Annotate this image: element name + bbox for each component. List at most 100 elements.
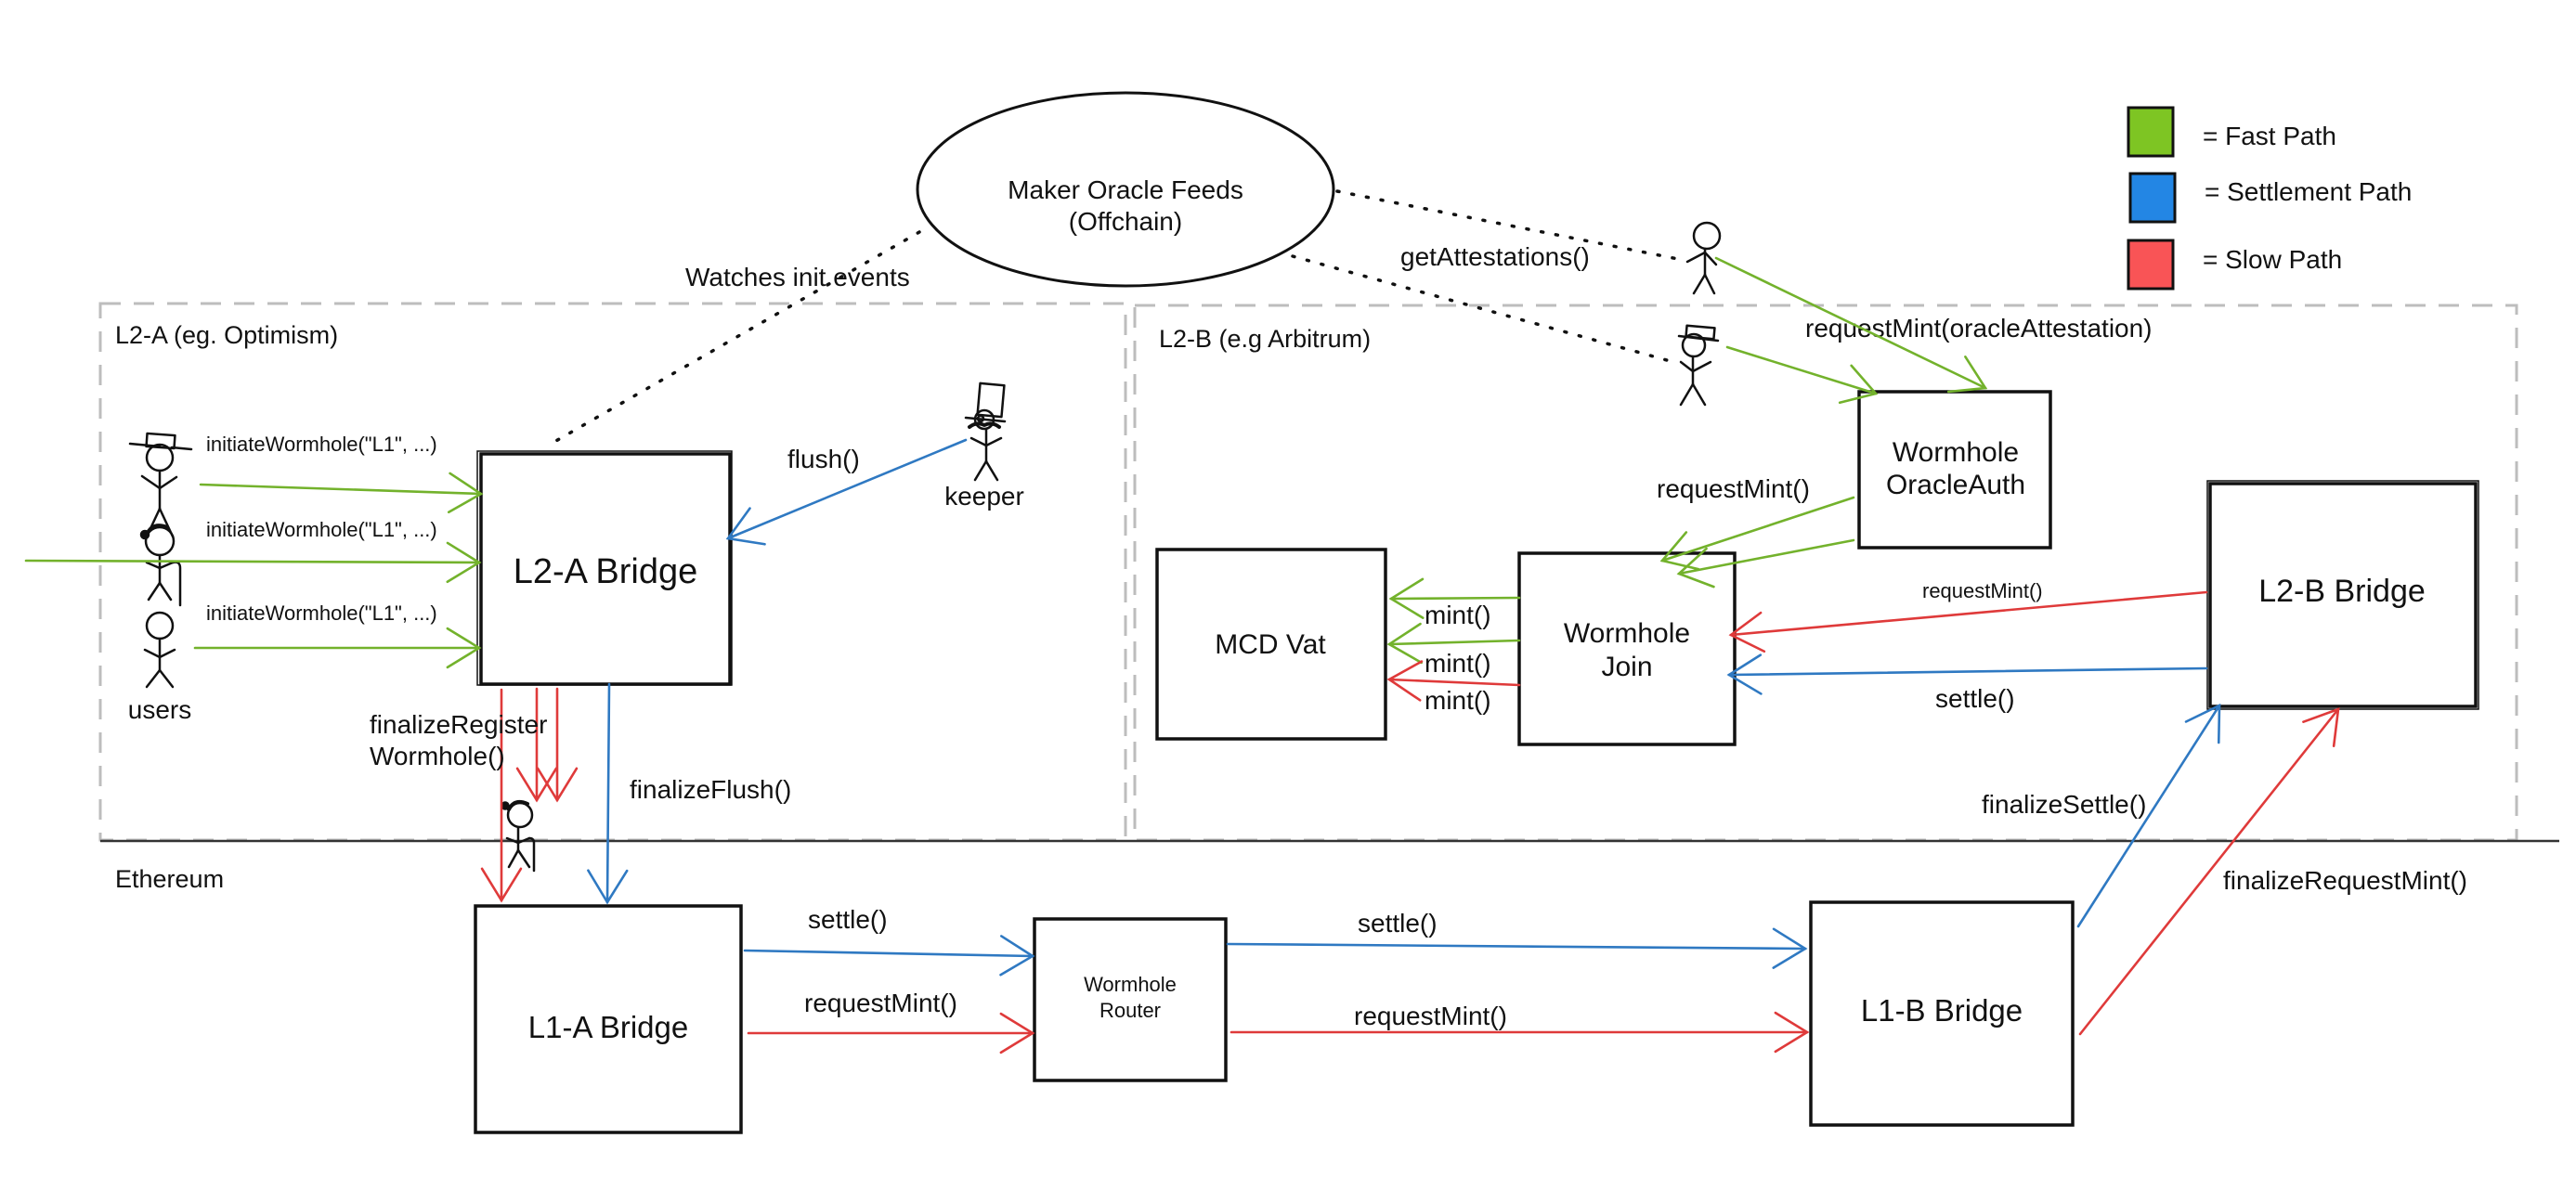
arrow-flush-head xyxy=(725,507,766,546)
label-initiate-wormhole-2: initiateWormhole("L1", ...) xyxy=(206,518,437,541)
arrow-settle-l1a-shaft xyxy=(743,949,1034,958)
arrow-oracle-attest-2 xyxy=(1725,345,1879,405)
arrow-request-mint-l1a xyxy=(747,1012,1035,1054)
arrow-settle-l2b xyxy=(1726,653,2208,695)
arrow-request-mint-auth-1-shaft xyxy=(1660,496,1855,563)
arrow-finalize-request-mint-shaft xyxy=(2078,707,2340,1036)
arrow-oracle-attest-2-head xyxy=(1838,364,1879,405)
label-initiate-wormhole-3: initiateWormhole("L1", ...) xyxy=(206,601,437,625)
legend-label-fast: = Fast Path xyxy=(2203,122,2336,150)
arrow-mint-2-shaft xyxy=(1387,639,1521,646)
arrow-initiate-3-head xyxy=(446,627,482,669)
label-request-mint-l1a: requestMint() xyxy=(804,989,957,1017)
legend-swatch-settlement xyxy=(2128,172,2177,224)
arrow-mint-3 xyxy=(1386,660,1521,702)
arrow-request-mint-l1a-head xyxy=(999,1012,1035,1054)
oracle-to-attester-2-line xyxy=(1291,254,1669,362)
arrow-finalize-register-2 xyxy=(515,687,558,803)
arrow-request-mint-auth-2-head xyxy=(1676,547,1715,589)
arrow-settle-l1a-head xyxy=(999,935,1035,977)
label-request-mint-router: requestMint() xyxy=(1354,1002,1507,1030)
label-mint-1: mint() xyxy=(1425,601,1491,629)
arrow-request-mint-auth-2-shaft xyxy=(1677,538,1855,576)
keeper-figure xyxy=(964,382,1007,482)
arrow-initiate-3 xyxy=(193,627,482,669)
node-label-router-1: Wormhole xyxy=(1084,973,1177,996)
arrow-initiate-2 xyxy=(24,541,482,584)
user-figure-hat xyxy=(128,432,193,538)
node-label-oracle-auth-2: OracleAuth xyxy=(1886,470,2025,500)
legend-label-settlement: = Settlement Path xyxy=(2205,177,2412,206)
arrow-mint-3-shaft xyxy=(1387,678,1521,687)
oracle-label-line2: (Offchain) xyxy=(1069,207,1182,236)
user-figure-bun xyxy=(139,524,182,607)
arrow-settle-l2b-shaft xyxy=(1727,666,2208,677)
arrow-mint-1-shaft xyxy=(1389,596,1521,601)
watch-line xyxy=(546,230,921,447)
arrow-request-mint-auth-2 xyxy=(1676,538,1855,589)
arrow-initiate-2-shaft xyxy=(24,559,481,564)
label-request-mint-auth: requestMint() xyxy=(1657,474,1810,503)
arrow-mint-2 xyxy=(1386,622,1521,665)
arrow-request-mint-l2b-head xyxy=(1728,611,1766,653)
arrow-finalize-flush-head xyxy=(587,869,629,905)
node-l2a-bridge: L2-A Bridge xyxy=(476,450,733,686)
label-watches-init-events: Watches init events xyxy=(685,263,910,291)
arrow-finalize-settle-shaft xyxy=(2076,704,2221,928)
legend-label-slow: = Slow Path xyxy=(2203,245,2342,274)
attester-figure-plain xyxy=(1685,221,1722,295)
label-finalize-register-2: Wormhole() xyxy=(370,742,505,770)
label-get-attestations: getAttestations() xyxy=(1400,242,1590,271)
zone-label-l2b: L2-B (e.g Arbitrum) xyxy=(1159,325,1371,353)
legend-swatch-fast xyxy=(2127,106,2175,158)
actor-label-keeper: keeper xyxy=(944,482,1024,511)
node-label-l1a-bridge: L1-A Bridge xyxy=(528,1010,688,1044)
node-l1a-bridge: L1-A Bridge xyxy=(474,904,743,1134)
arrow-settle-router-head xyxy=(1772,927,1808,969)
zone-label-ethereum: Ethereum xyxy=(115,865,224,893)
arrow-oracle-attest-2-shaft xyxy=(1725,345,1878,395)
arrow-flush xyxy=(725,438,968,546)
arrow-request-mint-l2b xyxy=(1728,590,2208,653)
label-finalize-register-1: finalizeRegister xyxy=(370,710,547,739)
node-l1b-bridge: L1-B Bridge xyxy=(1809,900,2075,1127)
node-label-wormhole-join-2: Join xyxy=(1601,652,1652,682)
label-settle-l2b: settle() xyxy=(1935,684,2015,713)
node-label-l1b-bridge: L1-B Bridge xyxy=(1861,993,2023,1028)
node-wormhole-oracle-auth: Wormhole OracleAuth xyxy=(1857,390,2052,550)
user-figure-plain xyxy=(143,611,176,689)
arrow-request-mint-router-head xyxy=(1774,1011,1810,1054)
arrow-finalize-register-main xyxy=(480,688,523,903)
arrow-oracle-attest-1-shaft xyxy=(1714,256,1987,390)
arrow-finalize-request-mint xyxy=(2078,707,2340,1036)
maker-oracle-feeds: Maker Oracle Feeds (Offchain) xyxy=(916,91,1335,288)
arrow-mint-2-head xyxy=(1386,622,1423,665)
label-initiate-wormhole-1: initiateWormhole("L1", ...) xyxy=(206,433,437,456)
arrow-settle-router xyxy=(1226,927,1808,969)
label-mint-3: mint() xyxy=(1425,686,1491,715)
arrow-finalize-register-2-head xyxy=(515,767,558,803)
attester-figure-hat xyxy=(1677,324,1720,407)
arrow-initiate-1 xyxy=(199,472,484,514)
arrow-finalize-settle-head xyxy=(2184,703,2221,744)
node-label-l2a-bridge: L2-A Bridge xyxy=(514,552,698,591)
arrow-finalize-flush-shaft xyxy=(605,682,611,904)
node-label-router-2: Router xyxy=(1099,999,1161,1022)
node-wormhole-router: Wormhole Router xyxy=(1033,917,1228,1082)
arrow-flush-shaft xyxy=(726,438,968,540)
arrow-finalize-register-3-head xyxy=(536,767,579,803)
relayer-figure xyxy=(501,800,536,873)
arrow-initiate-1-head xyxy=(447,472,484,514)
oracle-to-attester-1-line xyxy=(1335,189,1685,262)
node-mcd-vat: MCD Vat xyxy=(1155,548,1387,741)
node-label-mcd-vat: MCD Vat xyxy=(1215,629,1326,660)
arrow-request-mint-router xyxy=(1229,1011,1810,1054)
arrow-initiate-2-head xyxy=(446,541,482,584)
arrow-initiate-1-shaft xyxy=(199,483,483,496)
label-request-mint-l2b: requestMint() xyxy=(1922,579,2043,602)
node-label-wormhole-join-1: Wormhole xyxy=(1564,618,1690,649)
legend: = Fast Path = Settlement Path = Slow Pat… xyxy=(2127,106,2412,291)
legend-item-settlement: = Settlement Path xyxy=(2128,172,2412,224)
oracle-label-line1: Maker Oracle Feeds xyxy=(1008,175,1243,204)
